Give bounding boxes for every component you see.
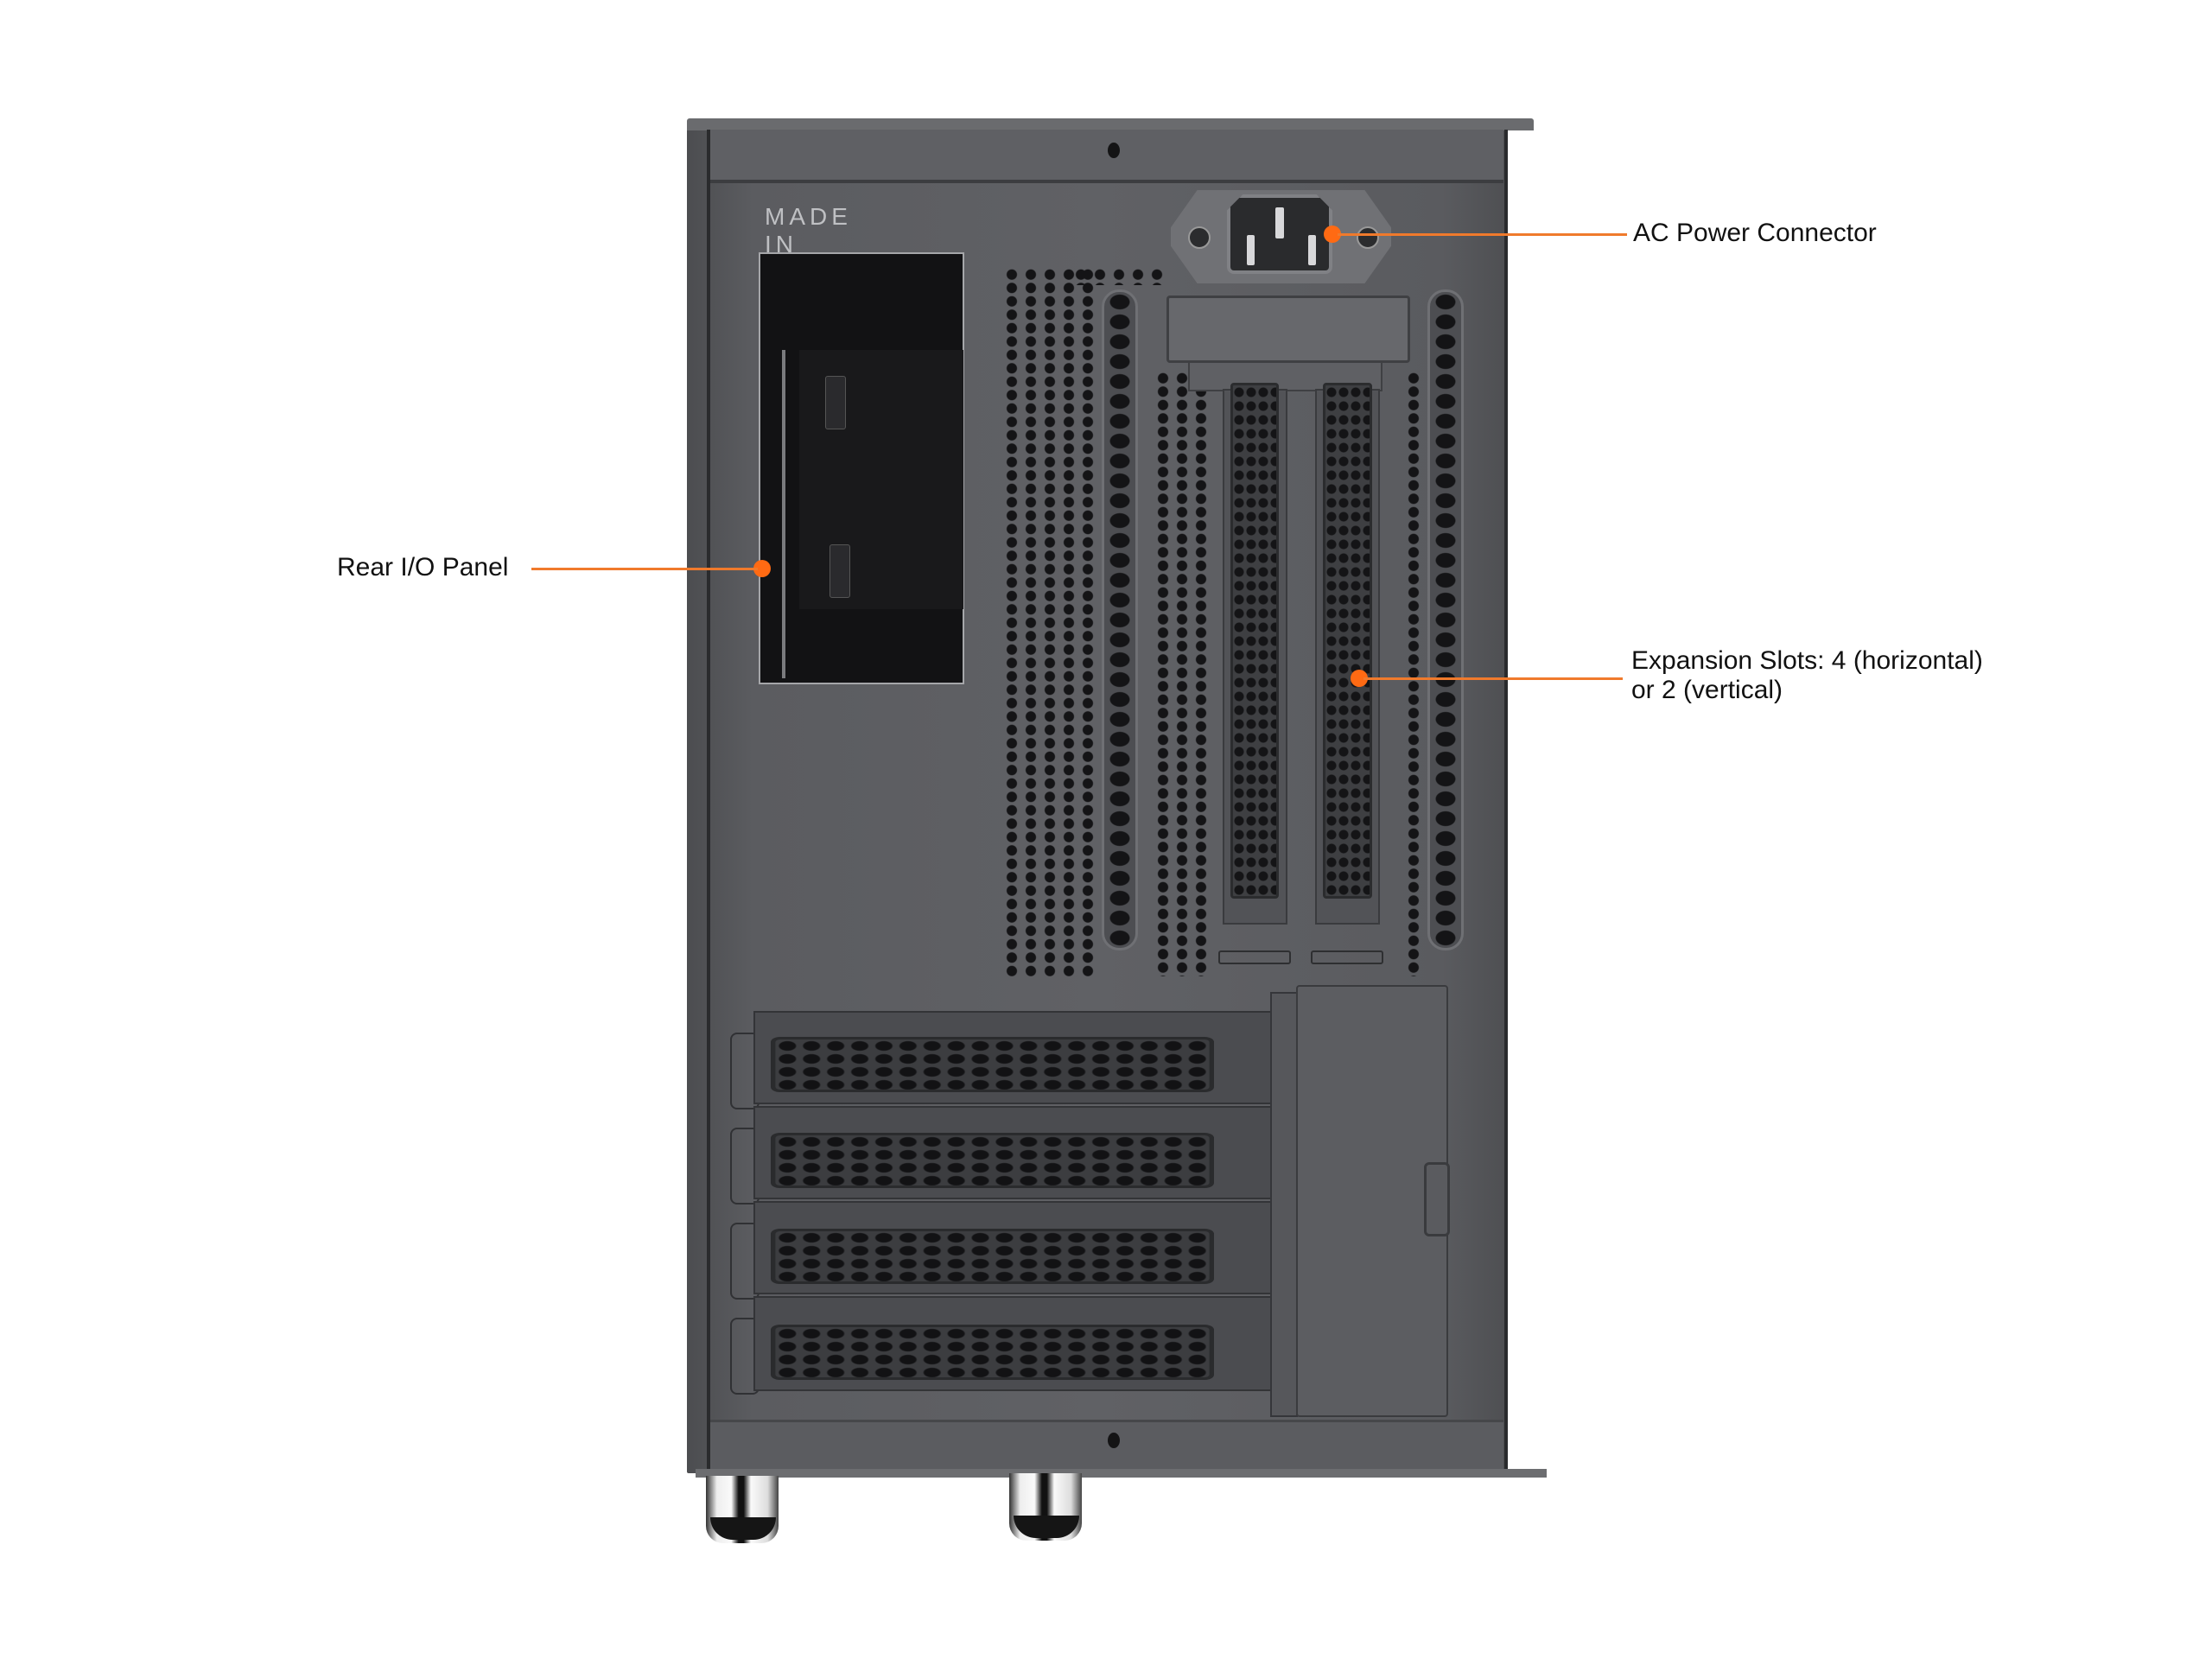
ac-power-marker-icon (1324, 226, 1341, 243)
ac-pin-right (1308, 235, 1316, 265)
vertical-slot-tab-2 (1311, 950, 1383, 964)
rear-io-shield (799, 350, 963, 609)
ac-power-callout: AC Power Connector (1633, 219, 1877, 247)
horizontal-slot-cover-4 (771, 1325, 1214, 1380)
ac-screw-right-icon (1357, 226, 1379, 249)
ac-pin-left (1247, 235, 1255, 265)
cover-latch (1424, 1162, 1450, 1236)
io-standoff (782, 350, 785, 678)
horizontal-slot-cover-1 (771, 1037, 1214, 1092)
case-bottom-band (710, 1420, 1503, 1474)
rear-io-leader-line (531, 568, 758, 570)
horizontal-slot-cover-3 (771, 1229, 1214, 1284)
slot-retention-bar (1270, 992, 1298, 1417)
ac-power-leader-line (1338, 233, 1627, 236)
horizontal-slot-cover-2 (771, 1133, 1214, 1188)
expansion-callout-line2: or 2 (vertical) (1631, 676, 1783, 704)
case-top-lip (687, 118, 1534, 130)
io-port-icon (825, 376, 846, 429)
bottom-screw-hole-icon (1108, 1433, 1120, 1448)
vertical-slot-tab-1 (1218, 950, 1291, 964)
rear-io-marker-icon (753, 560, 771, 577)
top-screw-hole-icon (1108, 143, 1120, 158)
vent-mesh-right (1404, 372, 1425, 976)
expansion-marker-icon (1351, 670, 1368, 687)
case-left-edge (707, 130, 710, 1473)
vent-mesh-top (1071, 268, 1166, 285)
vertical-slot-cover-2 (1323, 383, 1372, 899)
case-right-edge (1504, 130, 1508, 1473)
vent-mesh-center (1154, 372, 1214, 976)
vent-mesh-left (1002, 268, 1097, 976)
fan-mount-rail-right (1427, 289, 1464, 950)
expansion-leader-line (1363, 677, 1623, 680)
vertical-slot-cover-1 (1230, 383, 1279, 899)
case-top-band (710, 130, 1503, 183)
expansion-callout-line1: Expansion Slots: 4 (horizontal) (1631, 646, 1983, 675)
case-foot-right-base (1014, 1516, 1079, 1538)
psu-side-cover (1296, 985, 1448, 1417)
fan-mount-rail-left (1102, 289, 1138, 950)
case-foot-left-base (710, 1517, 776, 1540)
expansion-callout: Expansion Slots: 4 (horizontal) or 2 (ve… (1631, 646, 1983, 705)
vertical-gpu-bracket (1166, 296, 1410, 363)
case-bottom-lip (696, 1469, 1547, 1478)
ac-pin-ground (1275, 207, 1284, 238)
io-port-icon (830, 544, 850, 598)
ac-screw-left-icon (1188, 226, 1211, 249)
rear-io-callout: Rear I/O Panel (337, 553, 509, 582)
